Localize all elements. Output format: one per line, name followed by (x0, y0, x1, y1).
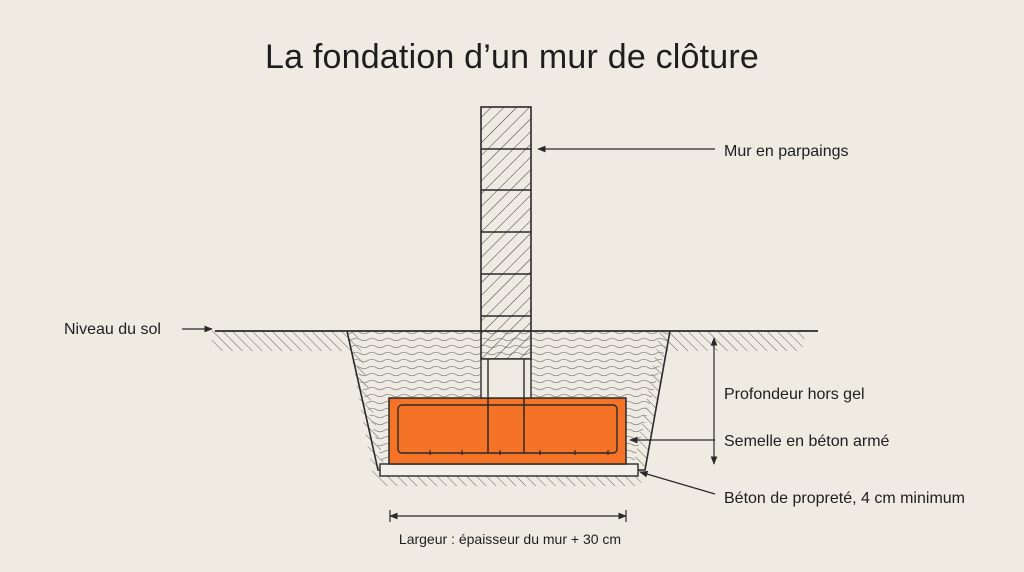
wall-label: Mur en parpaings (724, 143, 849, 160)
rebar-dots (429, 450, 609, 455)
reinforced-footing (388, 397, 627, 465)
width-label: Largeur : épaisseur du mur + 30 cm (399, 531, 621, 547)
ground-level-label: Niveau du sol (64, 321, 161, 338)
diagram-title: La fondation d’un mur de clôture (264, 38, 760, 76)
block-wall (480, 106, 532, 399)
blinding-concrete (379, 463, 639, 477)
blinding-label: Béton de propreté, 4 cm minimum (724, 490, 965, 507)
blinding-leader-arrow (639, 470, 716, 495)
depth-label: Profondeur hors gel (724, 386, 865, 403)
rebar-cage (397, 404, 618, 454)
footing-label: Semelle en béton armé (724, 433, 890, 450)
